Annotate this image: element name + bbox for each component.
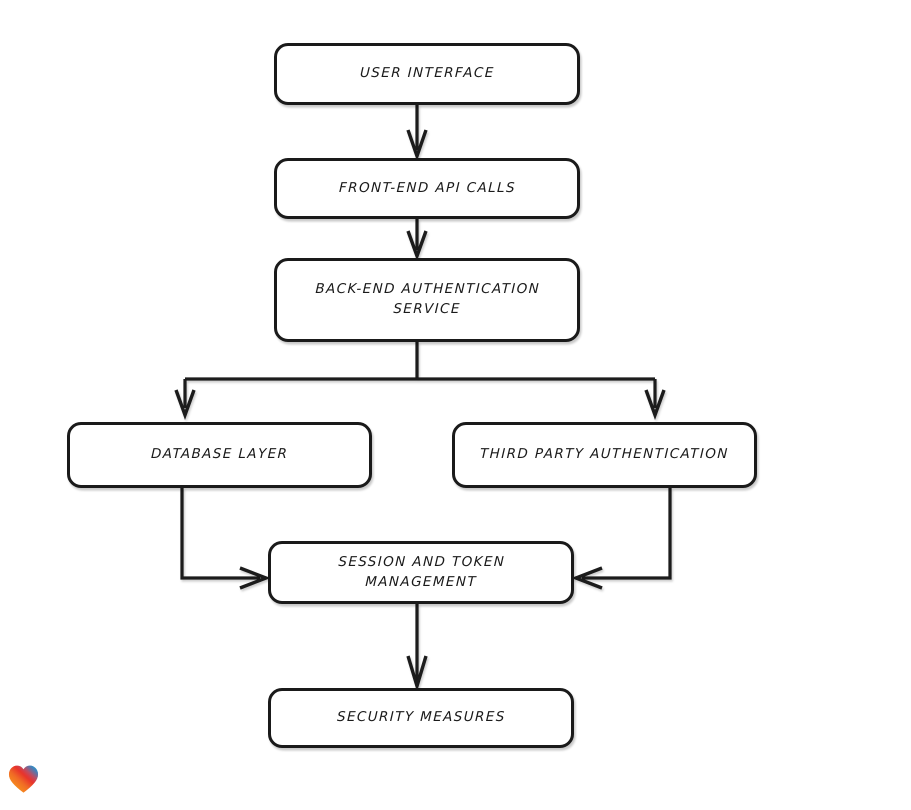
edge-api-to-backend <box>406 219 428 262</box>
edge-database-to-session <box>180 488 271 590</box>
node-user-interface[interactable]: USER INTERFACE <box>274 43 580 105</box>
edge-thirdparty-to-session <box>571 488 672 590</box>
node-database-layer[interactable]: DATABASE LAYER <box>67 422 372 488</box>
node-front-end-api-calls[interactable]: FRONT-END API CALLS <box>274 158 580 219</box>
node-back-end-authentication-service-label: BACK-END AUTHENTICATION SERVICE <box>314 281 541 317</box>
node-third-party-authentication-label: THIRD PARTY AUTHENTICATION <box>479 446 730 463</box>
node-user-interface-label: USER INTERFACE <box>359 65 495 82</box>
heart-icon <box>8 765 39 793</box>
node-database-layer-label: DATABASE LAYER <box>150 446 289 463</box>
node-front-end-api-calls-label: FRONT-END API CALLS <box>338 179 516 196</box>
node-third-party-authentication[interactable]: THIRD PARTY AUTHENTICATION <box>452 422 757 488</box>
edge-backend-split <box>174 342 666 421</box>
node-session-and-token-management[interactable]: SESSION AND TOKEN MANAGEMENT <box>268 541 574 604</box>
node-security-measures-label: SECURITY MEASURES <box>336 709 506 726</box>
node-session-and-token-management-label: SESSION AND TOKEN MANAGEMENT <box>337 553 506 590</box>
node-back-end-authentication-service[interactable]: BACK-END AUTHENTICATION SERVICE <box>274 258 580 342</box>
edge-ui-to-api <box>406 105 428 162</box>
node-security-measures[interactable]: SECURITY MEASURES <box>268 688 574 748</box>
edge-session-to-security <box>406 604 428 692</box>
